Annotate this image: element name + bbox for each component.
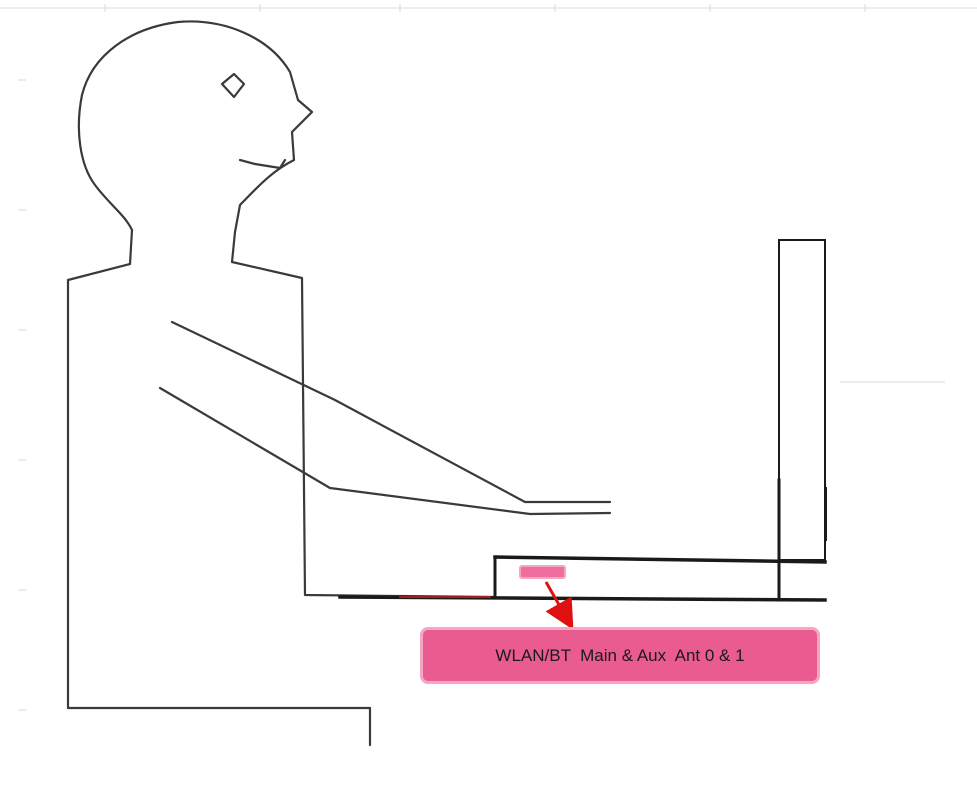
laptop-base-top xyxy=(495,557,825,562)
person-arm-lower xyxy=(160,388,610,514)
frame-ticks xyxy=(0,4,977,710)
antenna-marker xyxy=(520,566,565,578)
person-arm-upper xyxy=(172,322,610,502)
person-mouth xyxy=(240,160,285,168)
antenna-callout-label: WLAN/BT Main & Aux Ant 0 & 1 xyxy=(495,646,744,666)
laptop-screen xyxy=(779,240,825,560)
laptop-figure xyxy=(340,240,826,600)
antenna-callout-box: WLAN/BT Main & Aux Ant 0 & 1 xyxy=(420,627,820,684)
person-eye xyxy=(222,74,244,97)
